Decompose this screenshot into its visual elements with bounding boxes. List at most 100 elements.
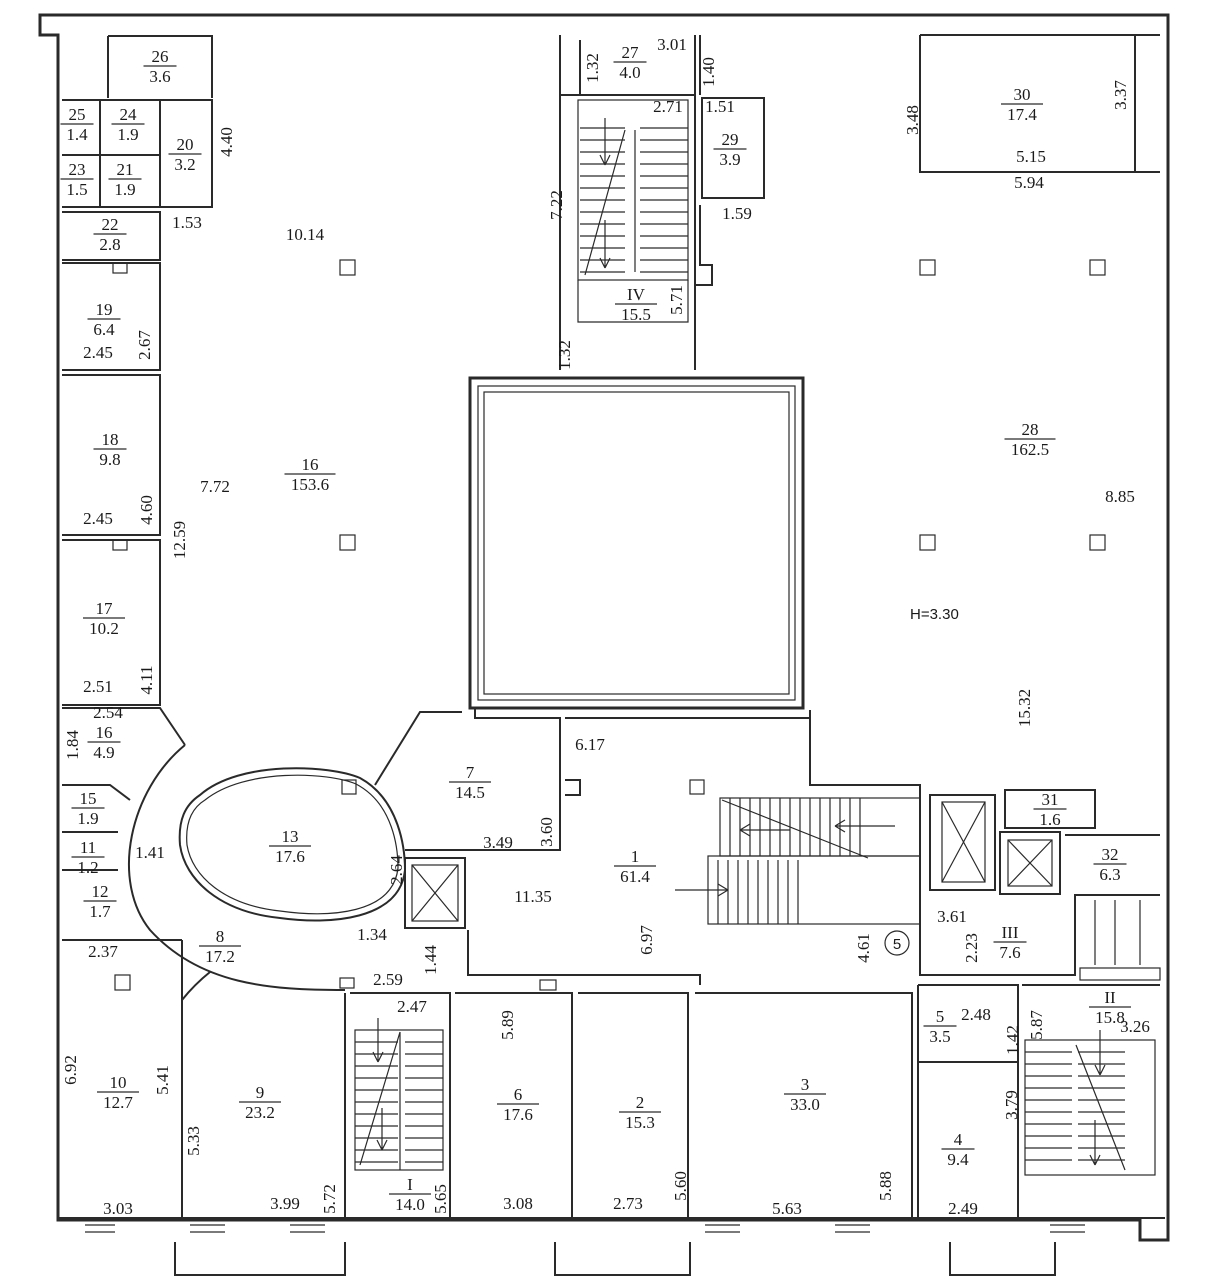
room-label: 311.6 bbox=[1033, 790, 1067, 829]
room-number: 6 bbox=[514, 1085, 523, 1104]
room-label: 222.8 bbox=[93, 215, 127, 254]
dimension-label: 3.48 bbox=[903, 105, 922, 135]
room-number: 26 bbox=[152, 47, 169, 66]
room-number: III bbox=[1002, 923, 1019, 942]
dimension-label: 5.60 bbox=[671, 1171, 690, 1201]
stair-iv bbox=[559, 35, 765, 370]
room-label: 53.5 bbox=[923, 1007, 957, 1046]
room-area: 17.6 bbox=[275, 847, 305, 866]
room-label: 196.4 bbox=[87, 300, 121, 339]
dimension-label: 1.32 bbox=[583, 53, 602, 83]
dimension-label: 5.88 bbox=[876, 1171, 895, 1201]
dimension-label: 2.64 bbox=[387, 855, 406, 885]
room-number: 19 bbox=[96, 300, 113, 319]
dimension-label: 3.26 bbox=[1120, 1017, 1150, 1036]
room-number: II bbox=[1104, 988, 1116, 1007]
dimension-label: 15.32 bbox=[1015, 689, 1034, 727]
room-area: 17.2 bbox=[205, 947, 235, 966]
dimension-label: 1.53 bbox=[172, 213, 202, 232]
room-area: 1.9 bbox=[114, 180, 135, 199]
room-label: 231.5 bbox=[60, 160, 94, 199]
room-label: 49.4 bbox=[941, 1130, 975, 1169]
room-label: 817.2 bbox=[199, 927, 241, 966]
dimension-label: 4.61 bbox=[854, 933, 873, 963]
dimension-label: 2.54 bbox=[93, 703, 123, 722]
dimension-label: 2.71 bbox=[653, 97, 683, 116]
dimension-label: 1.34 bbox=[357, 925, 387, 944]
room-area: 1.9 bbox=[117, 125, 138, 144]
room-area: 1.4 bbox=[66, 125, 88, 144]
dimension-label: 5.94 bbox=[1014, 173, 1044, 192]
room-label: 274.0 bbox=[613, 43, 647, 82]
room-number: 7 bbox=[466, 763, 475, 782]
room-labels: 263.6251.4241.9203.2231.5211.9222.8196.4… bbox=[60, 43, 1131, 1214]
dimension-label: 2.47 bbox=[397, 997, 427, 1016]
columns bbox=[114, 259, 1106, 991]
room-number: 25 bbox=[69, 105, 86, 124]
dimension-label: 3.37 bbox=[1111, 80, 1130, 110]
dimension-label: 2.67 bbox=[135, 330, 154, 360]
room-area: 2.8 bbox=[99, 235, 120, 254]
room-number: 12 bbox=[92, 882, 109, 901]
svg-text:5: 5 bbox=[893, 936, 901, 953]
room-area: 3.6 bbox=[149, 67, 170, 86]
room-area: 14.0 bbox=[395, 1195, 425, 1214]
room-label: 161.4 bbox=[614, 847, 656, 886]
room-area: 3.5 bbox=[929, 1027, 950, 1046]
main-stair bbox=[675, 797, 921, 925]
dimension-label: 2.49 bbox=[948, 1199, 978, 1218]
room-area: 4.0 bbox=[619, 63, 640, 82]
bottom-rooms bbox=[344, 984, 1160, 1218]
dimension-label: 5.63 bbox=[772, 1199, 802, 1218]
room-number: 13 bbox=[282, 827, 299, 846]
room-label: 251.4 bbox=[60, 105, 94, 144]
dimension-label: 1.51 bbox=[705, 97, 735, 116]
room-number: 16 bbox=[302, 455, 319, 474]
room-area: 33.0 bbox=[790, 1095, 820, 1114]
dimension-label: 1.84 bbox=[63, 730, 82, 760]
dimension-label: 4.60 bbox=[137, 495, 156, 525]
service-core bbox=[919, 785, 1161, 981]
room-label: 241.9 bbox=[111, 105, 145, 144]
room-label: 111.2 bbox=[71, 838, 105, 877]
dimension-label: 2.23 bbox=[962, 933, 981, 963]
room-number: 23 bbox=[69, 160, 86, 179]
room-area: 17.6 bbox=[503, 1105, 533, 1124]
dimension-label: 2.45 bbox=[83, 509, 113, 528]
room-number: 27 bbox=[622, 43, 640, 62]
room-area: 1.6 bbox=[1039, 810, 1060, 829]
dimension-label: 2.37 bbox=[88, 942, 118, 961]
dimension-label: 2.45 bbox=[83, 343, 113, 362]
dimension-label: 7.72 bbox=[200, 477, 230, 496]
dimension-label: 1.44 bbox=[421, 945, 440, 975]
room-area: 15.8 bbox=[1095, 1008, 1125, 1027]
right-top-rooms bbox=[919, 34, 1160, 173]
room-number: 18 bbox=[102, 430, 119, 449]
room-number: 31 bbox=[1042, 790, 1059, 809]
room-area: 9.4 bbox=[947, 1150, 969, 1169]
room-area: 1.2 bbox=[77, 858, 98, 877]
room-number: 10 bbox=[110, 1073, 127, 1092]
room-area: 10.2 bbox=[89, 619, 119, 638]
room-label: 617.6 bbox=[497, 1085, 539, 1124]
dimension-label: 3.01 bbox=[657, 35, 687, 54]
room-number: 32 bbox=[1102, 845, 1119, 864]
room-area: 4.9 bbox=[93, 743, 114, 762]
dimension-label: 1.41 bbox=[135, 843, 165, 862]
room-label: 333.0 bbox=[784, 1075, 826, 1114]
room-number: IV bbox=[627, 285, 646, 304]
room-number: 4 bbox=[954, 1130, 963, 1149]
axis-marker: 5 bbox=[884, 930, 910, 956]
dimension-label: 2.59 bbox=[373, 970, 403, 989]
dimension-label: 1.40 bbox=[699, 57, 718, 87]
room-label: 164.9 bbox=[87, 723, 121, 762]
room-area: 12.7 bbox=[103, 1093, 133, 1112]
room-label: 263.6 bbox=[143, 47, 177, 86]
dimension-label: 3.60 bbox=[537, 817, 556, 847]
room-area: 3.2 bbox=[174, 155, 195, 174]
